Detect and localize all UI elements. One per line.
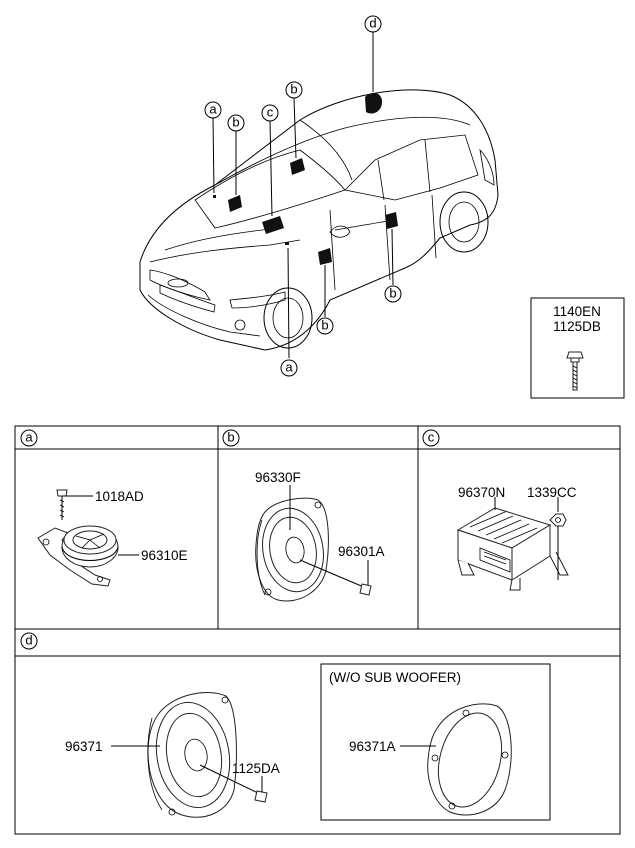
- part-96301A: 96301A: [338, 544, 385, 559]
- svg-text:d: d: [369, 16, 376, 31]
- fastener-code-2: 1125DB: [553, 319, 601, 334]
- callout-c: c: [261, 104, 279, 122]
- svg-text:b: b: [321, 318, 328, 333]
- part-96330F: 96330F: [255, 470, 301, 485]
- section-b-header: b: [222, 429, 240, 447]
- section-a-header: a: [20, 429, 38, 447]
- marker-a-lower: [285, 242, 289, 245]
- svg-text:c: c: [267, 105, 274, 120]
- fastener-box: 1140EN 1125DB: [530, 297, 625, 399]
- svg-text:a: a: [209, 102, 217, 117]
- svg-text:c: c: [428, 430, 435, 445]
- variant-label: (W/O SUB WOOFER): [329, 670, 461, 685]
- bolt-icon: [566, 351, 584, 391]
- svg-text:a: a: [285, 360, 293, 375]
- part-96371A: 96371A: [349, 739, 396, 754]
- callout-b-3: b: [316, 317, 334, 335]
- marker-b-front-door: [318, 248, 332, 265]
- marker-a-upper: [213, 195, 216, 198]
- part-96370N: 96370N: [458, 485, 505, 500]
- callout-a-bottom: a: [280, 359, 298, 377]
- marker-b-roof: [290, 158, 305, 175]
- section-d-header: d: [20, 632, 38, 650]
- section-c-header: c: [422, 429, 440, 447]
- part-96310E: 96310E: [141, 548, 188, 563]
- marker-c-amplifier: [262, 216, 284, 234]
- parts-table: [14, 425, 621, 835]
- svg-text:b: b: [389, 286, 396, 301]
- marker-b-front-pillar: [228, 195, 242, 212]
- svg-text:a: a: [25, 430, 33, 445]
- vehicle-illustration: [139, 32, 499, 359]
- svg-text:d: d: [25, 633, 32, 648]
- marker-b-rear-door: [385, 212, 398, 229]
- marker-d-rear: [365, 92, 382, 114]
- part-1125DA: 1125DA: [232, 761, 280, 776]
- tweeter-illustration: [37, 489, 119, 587]
- part-1018AD: 1018AD: [95, 489, 144, 504]
- variant-box: (W/O SUB WOOFER) 96371A: [320, 663, 551, 821]
- door-speaker-illustration: [255, 497, 372, 602]
- svg-text:b: b: [227, 430, 234, 445]
- callout-d: d: [364, 15, 382, 33]
- callout-b-2: b: [285, 81, 303, 99]
- part-96371: 96371: [65, 739, 103, 754]
- amplifier-illustration: [456, 507, 569, 591]
- callout-a-top: a: [204, 101, 222, 119]
- callout-b-1: b: [227, 114, 245, 132]
- fastener-code-1: 1140EN: [553, 304, 601, 319]
- svg-text:b: b: [290, 82, 297, 97]
- svg-text:b: b: [232, 115, 239, 130]
- part-1339CC: 1339CC: [527, 485, 577, 500]
- speaker-ring-icon: [427, 703, 512, 816]
- callout-b-4: b: [384, 285, 402, 303]
- woofer-illustration: [147, 692, 268, 818]
